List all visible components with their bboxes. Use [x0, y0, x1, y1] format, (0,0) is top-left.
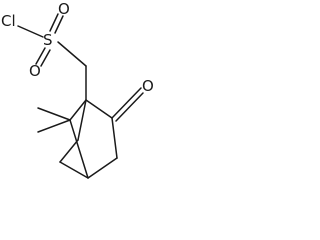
atom-oxygen-ketone: O: [142, 77, 154, 95]
bond-s-o-bottom-b: [40, 49, 51, 67]
bond-c2-c3: [111, 117, 118, 159]
bond-s-o-top-b: [54, 15, 64, 34]
chemical-structure: Cl S O O O: [1, 0, 154, 179]
bond-s-o-top-a: [49, 13, 59, 32]
bond-s-ch2: [57, 41, 87, 67]
bond-c2-o-b: [115, 92, 144, 122]
bond-c7-methyl-upper: [37, 107, 71, 121]
atom-oxygen-sulfonyl-top: O: [58, 0, 70, 18]
bond-c6-c5: [59, 139, 79, 163]
bond-c1-c6: [77, 99, 87, 141]
bond-cl-s: [17, 25, 44, 38]
bond-c7-c4: [69, 119, 89, 179]
atom-oxygen-sulfonyl-bottom: O: [29, 62, 41, 80]
atom-sulfur: S: [43, 31, 53, 49]
atom-chlorine: Cl: [1, 12, 16, 30]
bond-c1-c2: [85, 99, 113, 119]
bond-c5-c4: [59, 161, 89, 179]
bond-c7-methyl-lower: [37, 119, 71, 133]
bond-c3-c4: [87, 157, 118, 179]
bond-network: [17, 13, 144, 179]
bond-c2-o-a: [111, 87, 142, 119]
bond-s-o-bottom-a: [35, 47, 46, 65]
bond-c1-c7: [69, 99, 87, 121]
